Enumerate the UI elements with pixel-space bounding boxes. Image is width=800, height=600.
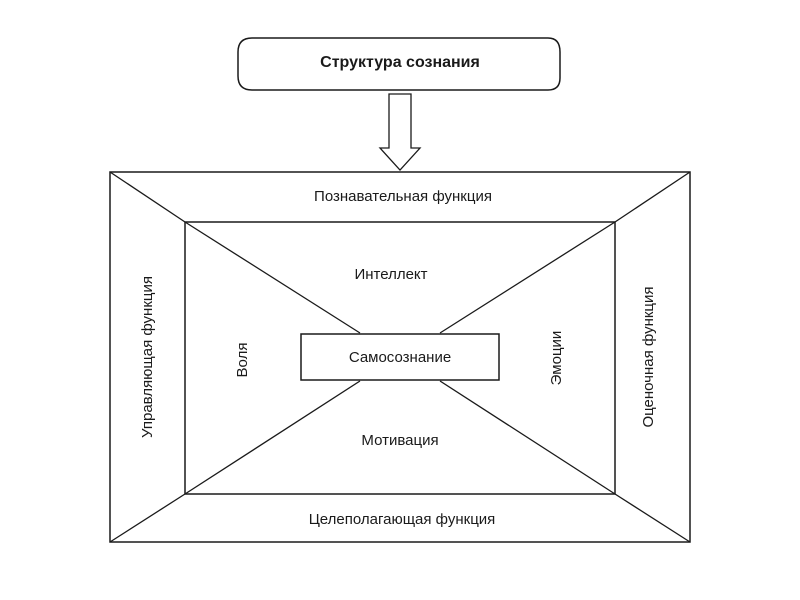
outer-label-bottom: Целеполагающая функция — [309, 511, 496, 528]
title-box — [237, 37, 561, 91]
inner-label-right: Эмоции — [548, 331, 565, 386]
outer-label-top: Познавательная функция — [314, 188, 492, 205]
inner-frame — [184, 221, 616, 495]
inner-label-top: Интеллект — [354, 266, 427, 283]
corner-line-top-right — [614, 171, 691, 223]
outer-label-right: Оценочная функция — [640, 286, 657, 427]
diagonal-top-left — [184, 221, 361, 334]
center-label: Самосознание — [349, 349, 451, 366]
diagonal-top-right — [439, 221, 616, 334]
inner-label-bottom: Мотивация — [361, 432, 438, 449]
inner-label-left: Воля — [234, 343, 251, 378]
corner-line-bottom-right — [614, 493, 691, 543]
diagonal-bottom-left — [184, 380, 361, 495]
corner-line-top-left — [109, 171, 186, 223]
outer-frame — [109, 171, 691, 543]
outer-label-left: Управляющая функция — [139, 276, 156, 438]
down-arrow-icon — [378, 93, 422, 171]
center-box — [300, 333, 500, 381]
corner-line-bottom-left — [109, 493, 186, 543]
title-text: Структура сознания — [320, 54, 480, 71]
diagonal-bottom-right — [439, 380, 616, 495]
